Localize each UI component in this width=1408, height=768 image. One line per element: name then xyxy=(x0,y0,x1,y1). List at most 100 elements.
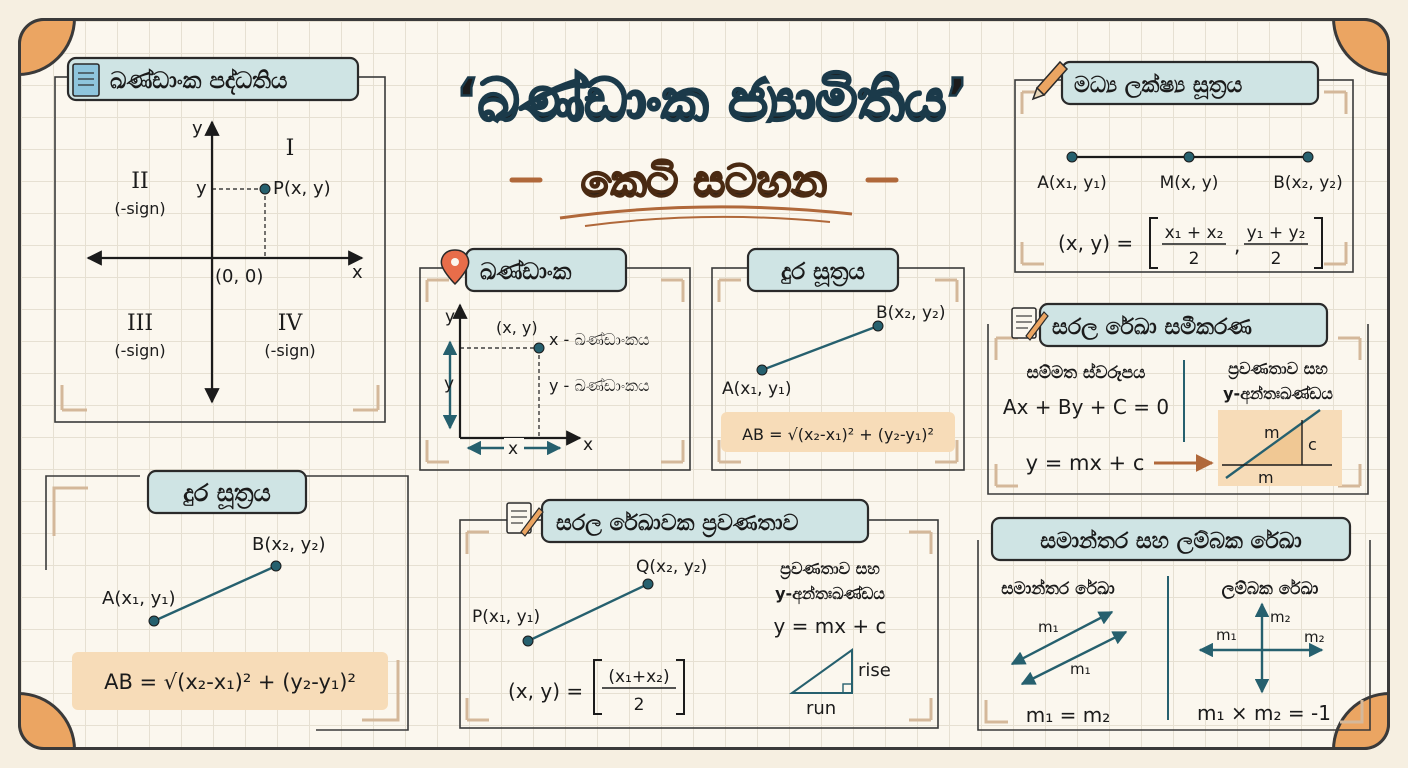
left-bracket xyxy=(1149,217,1158,269)
quadrant-2-label: II xyxy=(131,169,148,194)
point-b-label: B(x₂, y₂) xyxy=(1273,173,1343,193)
point-m xyxy=(1183,151,1195,163)
notepad-pencil-icon xyxy=(506,502,544,537)
heading-box xyxy=(746,247,900,293)
right-bracket xyxy=(1314,217,1323,269)
point-b xyxy=(872,320,884,332)
panel-coordinates: ඛණ්ඩාංක y x (x, y) x - ඛණ්ඩාංකය y - ඛණ්ඩ… xyxy=(419,247,691,471)
perpendicular-title: ලම්බක රේඛා xyxy=(1222,578,1319,600)
denominator-x: 2 xyxy=(1189,249,1200,269)
point-a-label: A(x₁, y₁) xyxy=(102,588,176,609)
bracket xyxy=(60,385,87,412)
numerator-y: y₁ + y₂ xyxy=(1247,223,1306,243)
bracket xyxy=(1020,242,1044,266)
right-bracket xyxy=(676,659,685,715)
slope-intercept-title-2: y-අන්තඃඛණ්ඩය xyxy=(1223,384,1333,405)
bracket xyxy=(935,440,959,464)
bracket xyxy=(353,385,380,412)
slope-intercept-title-1: ප්‍රවණතාව සහ xyxy=(1228,359,1328,380)
heading-box xyxy=(146,469,308,515)
panel-parallel-perpendicular: සමාන්තර සහ ලම්බක රේඛා සමාන්තර රේඛා ලම්බක… xyxy=(977,516,1371,731)
quadrant-1-label: I xyxy=(286,136,295,161)
bracket xyxy=(661,440,685,464)
heading-box xyxy=(990,516,1352,562)
point-b-label: B(x₂, y₂) xyxy=(252,534,326,555)
right-angle-mark xyxy=(842,683,853,694)
parallel-equation: m₁ = m₂ xyxy=(1026,703,1110,727)
y-value-label: y xyxy=(196,178,207,199)
slope-line xyxy=(1225,409,1321,479)
x-measure-label: x xyxy=(508,439,518,459)
comma: , xyxy=(1234,233,1240,257)
point-label: (x, y) xyxy=(496,318,538,337)
slope-intercept-equation: y = mx + c xyxy=(1026,451,1145,475)
subtitle-underline-2 xyxy=(584,215,831,227)
m-label-top: m xyxy=(1264,423,1280,442)
title-group: ‘ඛණ්ඩාංක ජ්‍යාමිතිය’ කෙටි සටහන xyxy=(455,65,969,227)
point-b-label: B(x₂, y₂) xyxy=(876,303,946,323)
heading-text: ඛණ්ඩාංක xyxy=(480,259,572,285)
panel-midpoint-formula: මධ්‍ය ලක්ෂ්‍ය සූත්‍රය A(x₁, y₁) M(x, y) … xyxy=(1014,60,1354,273)
bracket xyxy=(425,440,449,464)
quadrant-4-sign: (-sign) xyxy=(264,341,315,360)
heading-text: මධ්‍ය ලක්ෂ්‍ය සූත්‍රය xyxy=(1074,72,1243,100)
distance-formula: AB = √(x₂-x₁)² + (y₂-y₁)² xyxy=(742,425,934,444)
parallel-line-2 xyxy=(1020,630,1128,686)
perp-m2-label-top: m₂ xyxy=(1270,608,1291,626)
denominator: 2 xyxy=(634,695,645,715)
y-axis-label: y xyxy=(192,118,203,139)
rise-run-triangle xyxy=(788,648,853,694)
bracket xyxy=(425,278,449,302)
bracket xyxy=(909,698,933,722)
bracket xyxy=(52,486,88,536)
bracket xyxy=(717,440,741,464)
document-icon xyxy=(72,63,100,97)
run-label: run xyxy=(806,698,836,719)
standard-form-title: සම්මත ස්වරූපය xyxy=(1027,362,1146,383)
point-q xyxy=(642,578,654,590)
bracket xyxy=(661,278,685,302)
point-a xyxy=(1066,151,1078,163)
heading-box xyxy=(1060,60,1320,106)
bracket xyxy=(465,530,489,554)
denominator-y: 2 xyxy=(1271,249,1282,269)
parallel-line-1 xyxy=(1010,610,1114,666)
midpoint-lhs: (x, y) = xyxy=(508,679,583,703)
point-a-label: A(x₁, y₁) xyxy=(722,379,791,399)
heading-text: සරල රේඛා සමීකරණ xyxy=(1052,314,1252,341)
slope-title-1: ප්‍රවණතාව සහ xyxy=(780,559,880,580)
y-measure-label: y xyxy=(444,374,454,394)
distance-formula: AB = √(x₂-x₁)² + (y₂-y₁)² xyxy=(104,670,356,694)
midpoint-lhs: (x, y) = xyxy=(1058,231,1133,255)
point-a xyxy=(756,364,768,376)
bracket xyxy=(1338,336,1362,360)
point-b xyxy=(270,560,282,572)
m-label-bottom: m xyxy=(1258,468,1274,487)
panel-gradient: සරල රේඛාවක ප්‍රවණතාව P(x₁, y₁) Q(x₂, y₂)… xyxy=(459,498,939,729)
quadrant-3-label: III xyxy=(127,311,153,336)
x-coordinate-label: x - ඛණ්ඩාංකය xyxy=(549,330,650,349)
bracket xyxy=(994,464,1018,488)
location-pin-icon xyxy=(440,249,470,286)
x-measure-gap xyxy=(504,438,524,456)
point-b xyxy=(1302,151,1314,163)
bracket xyxy=(935,278,959,302)
heading-text: ඛණ්ඩාංක පද්ධතිය xyxy=(110,68,288,95)
parallel-m1-label-1: m₁ xyxy=(1038,618,1059,636)
perp-m2-label-right: m₂ xyxy=(1304,628,1325,646)
quadrant-4-label: IV xyxy=(278,311,304,336)
panel-border xyxy=(987,324,1369,495)
rise-label: rise xyxy=(858,660,891,681)
bracket xyxy=(465,698,489,722)
heading-text: සමාන්තර සහ ලම්බක රේඛා xyxy=(1040,528,1301,555)
slope-equation: y = mx + c xyxy=(773,614,886,638)
formula-box xyxy=(72,652,388,710)
heading-text: දුර සූත්‍රය xyxy=(183,479,271,509)
segment-ab xyxy=(761,324,879,372)
quadrant-3-sign: (-sign) xyxy=(114,341,165,360)
formula-box xyxy=(721,412,955,452)
y-axis-label: y xyxy=(445,307,455,327)
left-bracket xyxy=(593,659,602,715)
c-label: c xyxy=(1308,435,1317,454)
